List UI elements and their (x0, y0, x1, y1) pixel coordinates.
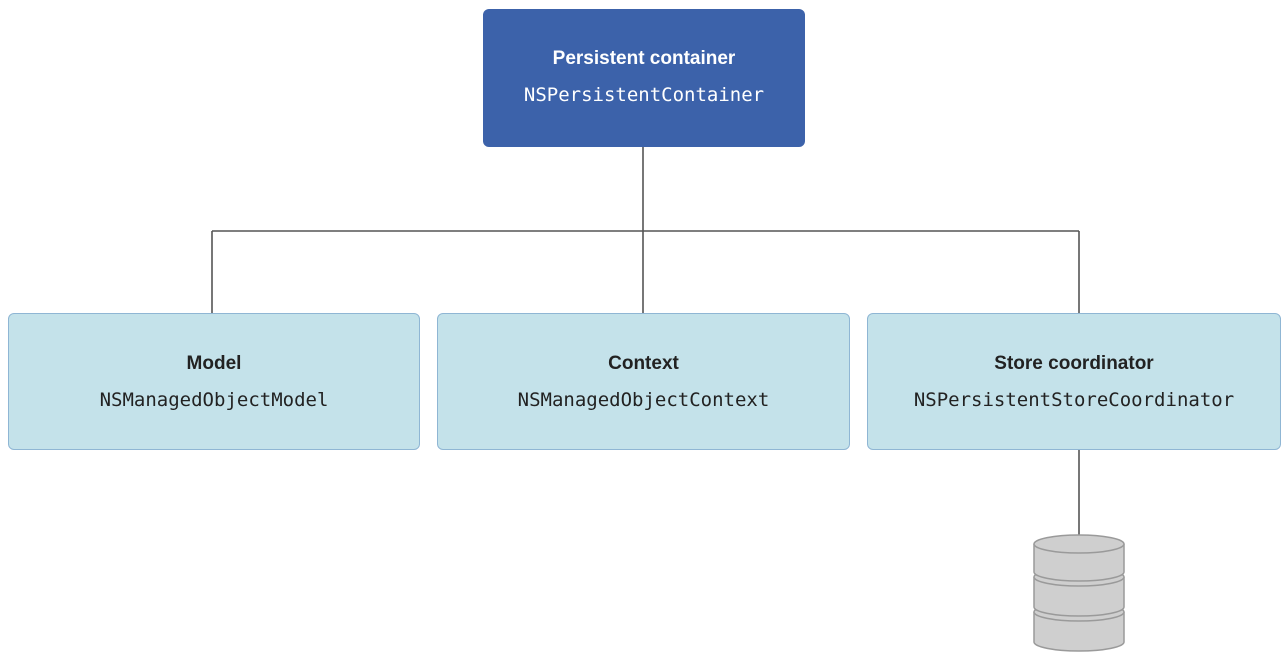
context-class: NSManagedObjectContext (517, 388, 770, 411)
model-class: NSManagedObjectModel (99, 388, 329, 411)
persistent-container-class: NSPersistentContainer (523, 84, 765, 106)
context-node: Context NSManagedObjectContext (437, 313, 850, 450)
store-coordinator-class: NSPersistentStoreCoordinator (913, 388, 1235, 411)
persistent-container-node: Persistent container NSPersistentContain… (483, 9, 805, 147)
model-node: Model NSManagedObjectModel (8, 313, 420, 450)
store-coordinator-node: Store coordinator NSPersistentStoreCoord… (867, 313, 1281, 450)
store-coordinator-title: Store coordinator (994, 352, 1154, 374)
model-title: Model (186, 352, 242, 374)
database-icon (1033, 534, 1125, 652)
context-title: Context (608, 352, 679, 374)
persistent-container-title: Persistent container (552, 48, 736, 69)
